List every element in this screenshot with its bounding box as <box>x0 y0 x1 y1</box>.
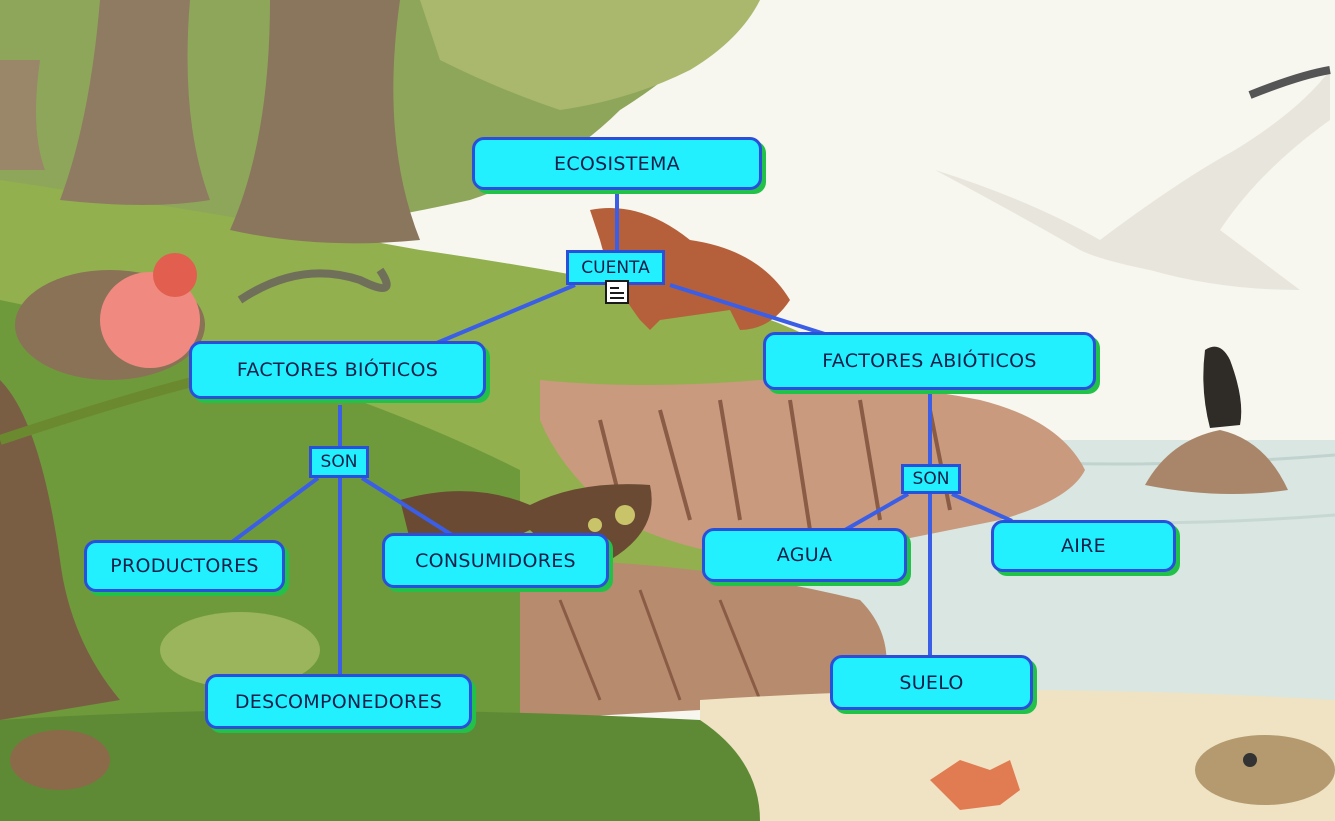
concept-productores[interactable]: PRODUCTORES <box>84 540 285 592</box>
concept-aire[interactable]: AIRE <box>991 520 1176 572</box>
link-son-bioticos[interactable]: SON <box>309 446 369 478</box>
connector-lines <box>226 190 1013 676</box>
link-son-abioticos[interactable]: SON <box>901 464 961 494</box>
concept-suelo[interactable]: SUELO <box>830 655 1033 710</box>
concept-agua[interactable]: AGUA <box>702 528 907 582</box>
concept-consumidores[interactable]: CONSUMIDORES <box>382 533 609 588</box>
concept-ecosistema[interactable]: ECOSISTEMA <box>472 137 762 190</box>
concept-factores-abioticos[interactable]: FACTORES ABIÓTICOS <box>763 332 1096 390</box>
concept-factores-bioticos[interactable]: FACTORES BIÓTICOS <box>189 341 486 399</box>
concept-descomponedores[interactable]: DESCOMPONEDORES <box>205 674 472 729</box>
document-icon[interactable] <box>605 280 629 304</box>
